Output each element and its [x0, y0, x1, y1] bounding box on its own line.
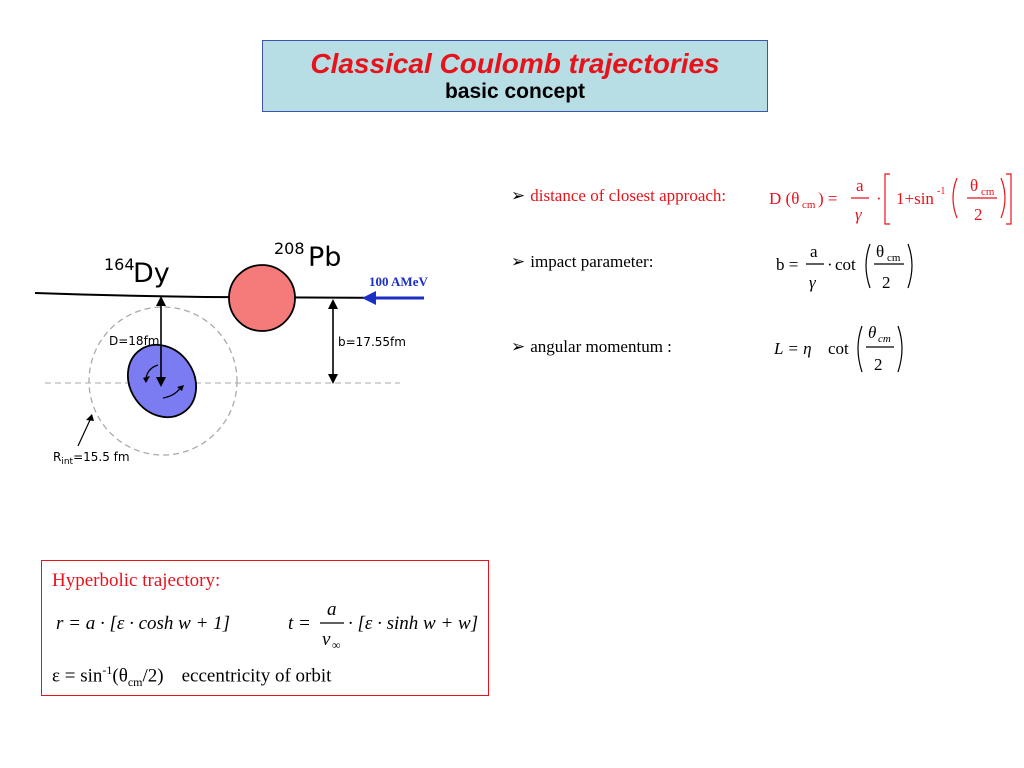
svg-text:cot: cot: [835, 255, 856, 274]
bullet-arrow-icon: ➢: [511, 252, 526, 271]
time-equation-lhs: t =: [288, 613, 311, 634]
svg-text:θ: θ: [970, 176, 978, 195]
hyperbolic-equations: r = a · [ε · cosh w + 1] t = a v ∞ · [ε …: [56, 599, 478, 652]
svg-text:2: 2: [874, 355, 883, 374]
slide-title: Classical Coulomb trajectories: [310, 48, 720, 79]
bullet-label: angular momentum :: [530, 337, 672, 356]
beam-arrow-head-icon: [362, 291, 376, 305]
impact-parameter-equation: b = a γ · cot θ cm 2: [776, 242, 913, 292]
arrow-head-icon: [328, 374, 338, 384]
svg-text:L = η: L = η: [773, 339, 812, 358]
svg-text:·: ·: [876, 189, 882, 208]
title-box: Classical Coulomb trajectories basic con…: [262, 40, 768, 112]
bullet-closest-approach: ➢distance of closest approach:: [511, 186, 726, 206]
arrow-head-icon: [328, 299, 338, 309]
interaction-radius-label: Rint=15.5 fm: [53, 450, 130, 467]
svg-text:θ: θ: [876, 242, 884, 261]
hyperbolic-trajectory-box: Hyperbolic trajectory: r = a · [ε · cosh…: [41, 560, 489, 696]
radius-pointer-arrow: [77, 419, 91, 447]
svg-text:v: v: [322, 629, 331, 650]
projectile-symbol: Dy: [133, 258, 170, 289]
svg-text:·: ·: [827, 255, 833, 274]
svg-text:2: 2: [974, 205, 983, 224]
eccentricity-description: eccentricity of orbit: [181, 665, 332, 687]
trajectory-curve: [34, 292, 409, 299]
slide-subtitle: basic concept: [444, 80, 586, 103]
bullet-arrow-icon: ➢: [511, 337, 526, 356]
interaction-radius-circle: [88, 306, 238, 456]
svg-text:∞: ∞: [332, 638, 341, 652]
target-mass: 208: [274, 239, 305, 258]
svg-text:cm: cm: [981, 186, 995, 198]
target-nucleus: [228, 264, 296, 332]
arrow-head-icon: [156, 296, 166, 306]
arrow-head-icon: [86, 414, 94, 421]
svg-text:cm: cm: [887, 252, 901, 264]
angular-momentum-equation: L = η cot θ cm 2: [773, 323, 903, 374]
svg-text:) =: ) =: [818, 189, 838, 208]
svg-text:-1: -1: [937, 186, 945, 197]
svg-text:2: 2: [882, 273, 891, 292]
time-equation-rhs: · [ε · sinh w + w]: [348, 613, 478, 634]
svg-text:γ: γ: [855, 205, 863, 224]
bullet-impact-parameter: ➢impact parameter:: [511, 252, 653, 272]
svg-text:a: a: [856, 176, 864, 195]
svg-text:cm: cm: [878, 333, 891, 345]
closest-approach-label: D=18fm: [109, 334, 159, 348]
svg-text:a: a: [327, 599, 337, 620]
svg-text:θ: θ: [868, 323, 876, 342]
beam-energy-label: 100 AMeV: [369, 274, 428, 289]
svg-text:a: a: [810, 242, 818, 261]
bullet-label: impact parameter:: [530, 252, 654, 271]
bullet-label: distance of closest approach:: [530, 186, 727, 205]
svg-text:cot: cot: [828, 339, 849, 358]
svg-text:cm: cm: [802, 199, 816, 211]
eccentricity-definition: ε = sin-1(θcm/2)eccentricity of orbit: [52, 663, 332, 690]
projectile-mass: 164: [104, 255, 135, 274]
hyperbolic-title: Hyperbolic trajectory:: [52, 570, 221, 591]
radius-equation: r = a · [ε · cosh w + 1]: [56, 613, 230, 634]
bullet-arrow-icon: ➢: [511, 186, 526, 205]
arrow-head-icon: [156, 377, 166, 387]
rotation-arrow-head-icon: [177, 385, 184, 391]
svg-text:1+sin: 1+sin: [896, 189, 934, 208]
rotation-arrow-head-icon: [143, 376, 150, 383]
target-symbol: Pb: [308, 242, 341, 273]
svg-text:b =: b =: [776, 255, 798, 274]
impact-parameter-label: b=17.55fm: [338, 335, 406, 349]
svg-text:D (θ: D (θ: [769, 189, 799, 208]
svg-text:γ: γ: [809, 273, 817, 292]
closest-approach-equation: D (θ cm ) = a γ · 1+sin -1 θ cm 2: [769, 173, 1012, 225]
rotation-arrow-icon: [145, 364, 159, 379]
bullet-angular-momentum: ➢angular momentum :: [511, 337, 672, 357]
